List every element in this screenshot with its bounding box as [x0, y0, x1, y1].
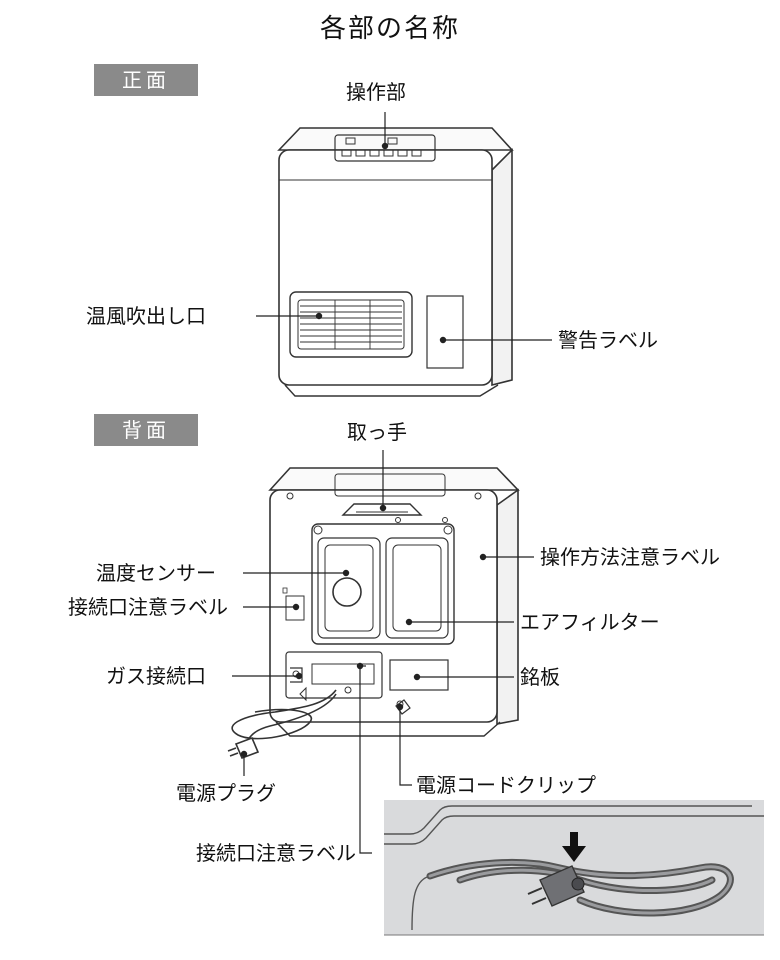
section-tag-front: 正面: [94, 64, 198, 96]
page-title: 各部の名称: [319, 14, 460, 44]
label-power-cord-clip: 電源コードクリップ: [416, 773, 596, 797]
label-handle: 取っ手: [347, 420, 407, 444]
label-operation-caution: 操作方法注意ラベル: [540, 545, 720, 569]
label-nameplate: 銘板: [520, 665, 560, 689]
label-warning-label: 警告ラベル: [558, 328, 658, 352]
back-heater-illustration: [268, 467, 520, 737]
inset-plug: [527, 865, 585, 907]
back-leaders: [232, 450, 534, 854]
label-connection-caution-lower: 接続口注意ラベル: [196, 841, 356, 865]
label-warm-air-outlet: 温風吹出し口: [86, 304, 206, 328]
cord-clip-detail-inset: [384, 800, 764, 936]
label-temperature-sensor: 温度センサー: [96, 561, 216, 585]
label-air-filter: エアフィルター: [520, 610, 660, 634]
label-control-panel: 操作部: [346, 80, 406, 104]
control-buttons: [341, 137, 422, 157]
front-heater-illustration: [277, 127, 514, 397]
label-power-plug: 電源プラグ: [176, 781, 276, 805]
label-gas-connection: ガス接続口: [106, 664, 206, 688]
label-connection-caution-upper: 接続口注意ラベル: [68, 595, 228, 619]
front-leaders: [256, 112, 552, 344]
section-tag-back: 背面: [94, 414, 198, 446]
down-arrow-icon: [562, 832, 586, 862]
